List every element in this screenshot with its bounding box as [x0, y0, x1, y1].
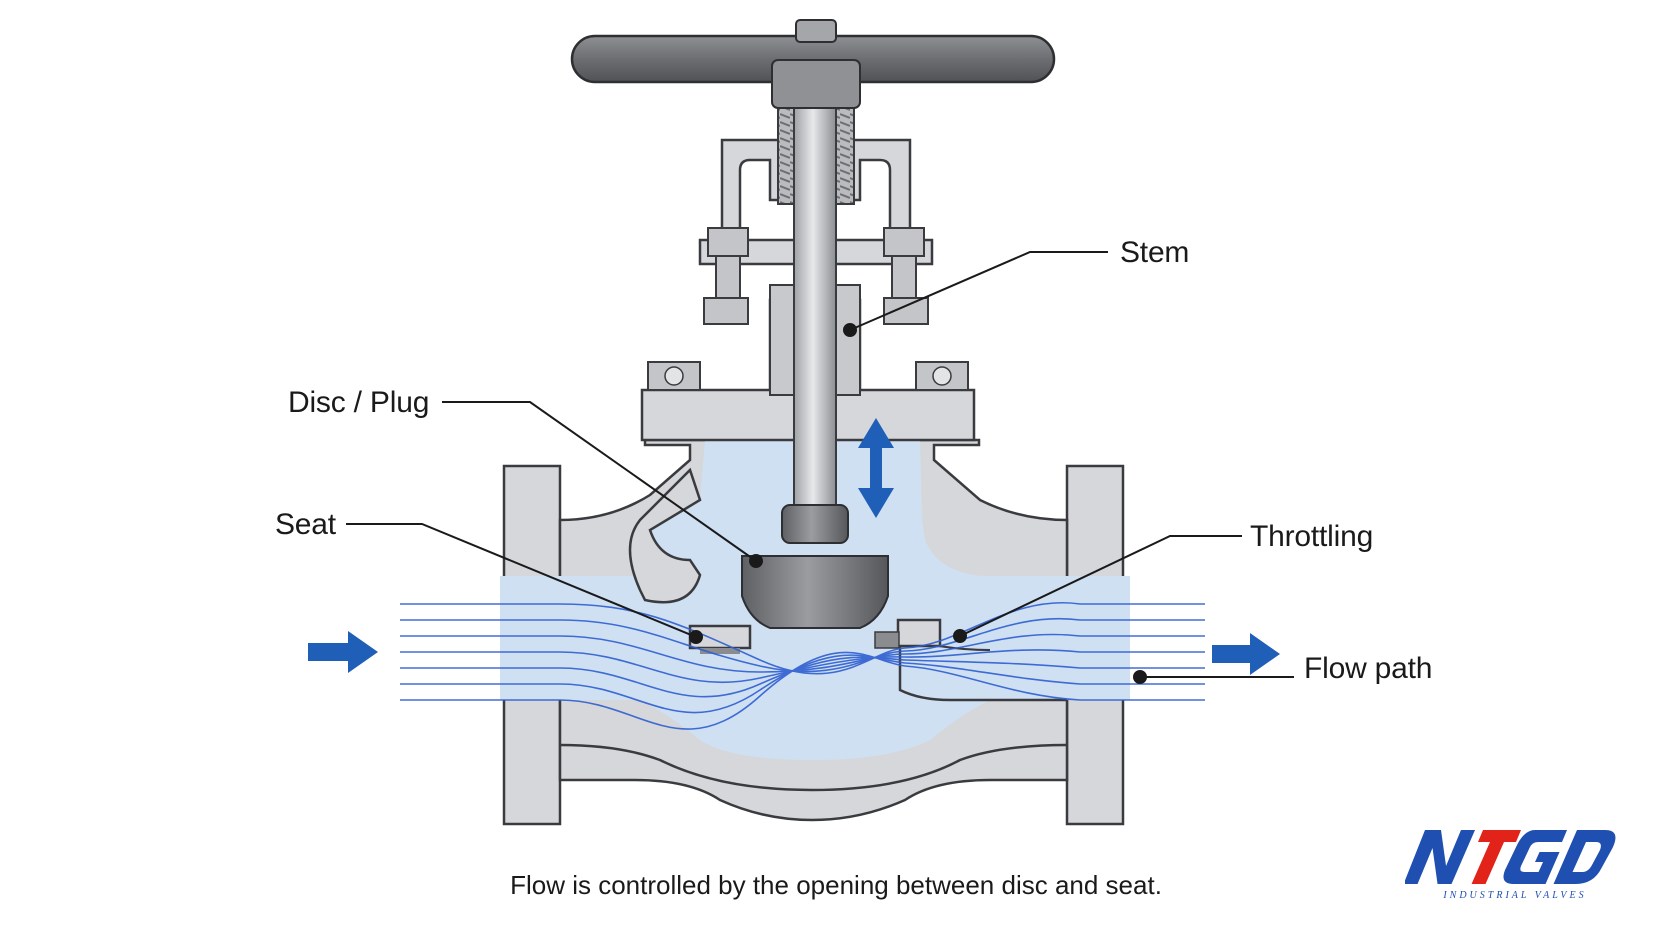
ntgd-logo: INDUSTRIAL VALVES [1405, 830, 1616, 901]
diagram-caption: Flow is controlled by the opening betwee… [510, 870, 1162, 900]
flow-streamline [400, 633, 1205, 673]
leader-lines [346, 251, 1294, 684]
label-seat: Seat [275, 508, 336, 541]
label-disc-plug: Disc / Plug [288, 386, 430, 419]
handwheel [570, 19, 1056, 109]
flow-streamline [400, 656, 1205, 698]
flow-outlet-arrow-icon [1212, 633, 1280, 675]
logo-subtitle: INDUSTRIAL VALVES [1442, 890, 1586, 901]
flow-streamlines [400, 601, 1205, 730]
flow-streamline [400, 654, 1205, 714]
stem [793, 69, 837, 511]
flow-streamline [400, 651, 1205, 730]
flow-streamline [400, 649, 1205, 684]
valve-seat [688, 618, 942, 654]
flow-streamline [400, 617, 1205, 673]
label-stem: Stem [1120, 236, 1190, 269]
stem-travel-arrow-icon [858, 418, 894, 518]
valve-body [500, 438, 1130, 826]
disc-plug [741, 504, 889, 629]
label-throttling: Throttling [1250, 520, 1374, 553]
label-flow-path: Flow path [1304, 652, 1433, 685]
flow-inlet-arrow-icon [308, 631, 378, 673]
